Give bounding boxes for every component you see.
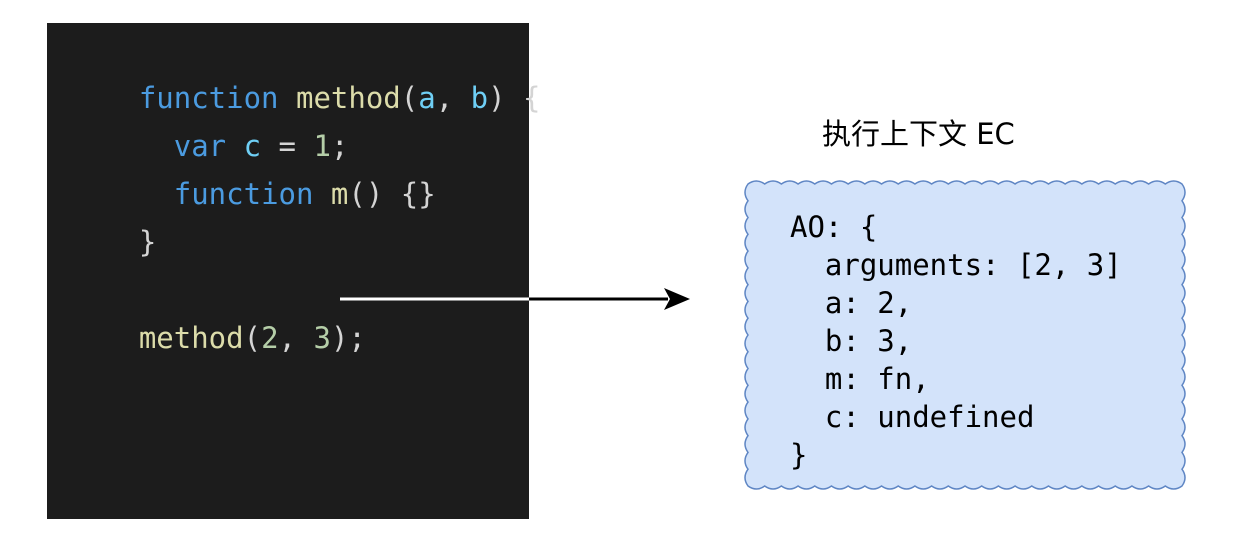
ao-line-6: c: undefined <box>790 400 1035 434</box>
code-line-3: function m() {} <box>69 140 436 248</box>
code-line-5: method(2, 3); <box>69 284 366 392</box>
comma: , <box>278 321 314 355</box>
semicolon: ; <box>330 129 349 163</box>
number-2: 2 <box>261 321 279 355</box>
code-line-2: var c = 1; <box>69 92 349 200</box>
ec-title: 执行上下文 EC <box>822 117 1015 151</box>
close-paren-brace: ) { <box>488 81 541 115</box>
code-panel: function method(a, b) { var c = 1; funct… <box>47 23 540 519</box>
ao-line-3: a: 2, <box>790 286 913 320</box>
param-b: b <box>470 81 489 115</box>
open-paren: ( <box>400 81 419 115</box>
close-brace: } <box>138 225 157 259</box>
keyword-function: function <box>138 81 279 115</box>
ao-line-5: m: fn, <box>790 362 930 396</box>
ao-line-4: b: 3, <box>790 324 913 358</box>
function-name-method: method <box>296 81 401 115</box>
ao-line-1: AO: { <box>790 210 878 244</box>
open-paren: ( <box>243 321 262 355</box>
call-method: method <box>138 321 244 355</box>
ao-cloud-shape <box>744 180 1186 490</box>
number-1: 1 <box>313 129 331 163</box>
space <box>313 177 330 211</box>
parens-braces: () {} <box>348 177 436 211</box>
variable-c: c <box>243 129 262 163</box>
code-line-1: function method(a, b) { <box>69 44 541 152</box>
number-3: 3 <box>313 321 331 355</box>
ao-line-7: } <box>790 438 808 472</box>
comma: , <box>435 81 471 115</box>
ao-line-2: arguments: [2, 3] <box>790 248 1122 282</box>
keyword-function: function <box>173 177 314 211</box>
code-line-4: } <box>69 188 156 296</box>
assign: = <box>261 129 314 163</box>
keyword-var: var <box>173 129 227 163</box>
arrow-head-icon <box>664 288 690 310</box>
param-a: a <box>418 81 436 115</box>
function-name-m: m <box>330 177 349 211</box>
close-paren-semicolon: ); <box>330 321 366 355</box>
